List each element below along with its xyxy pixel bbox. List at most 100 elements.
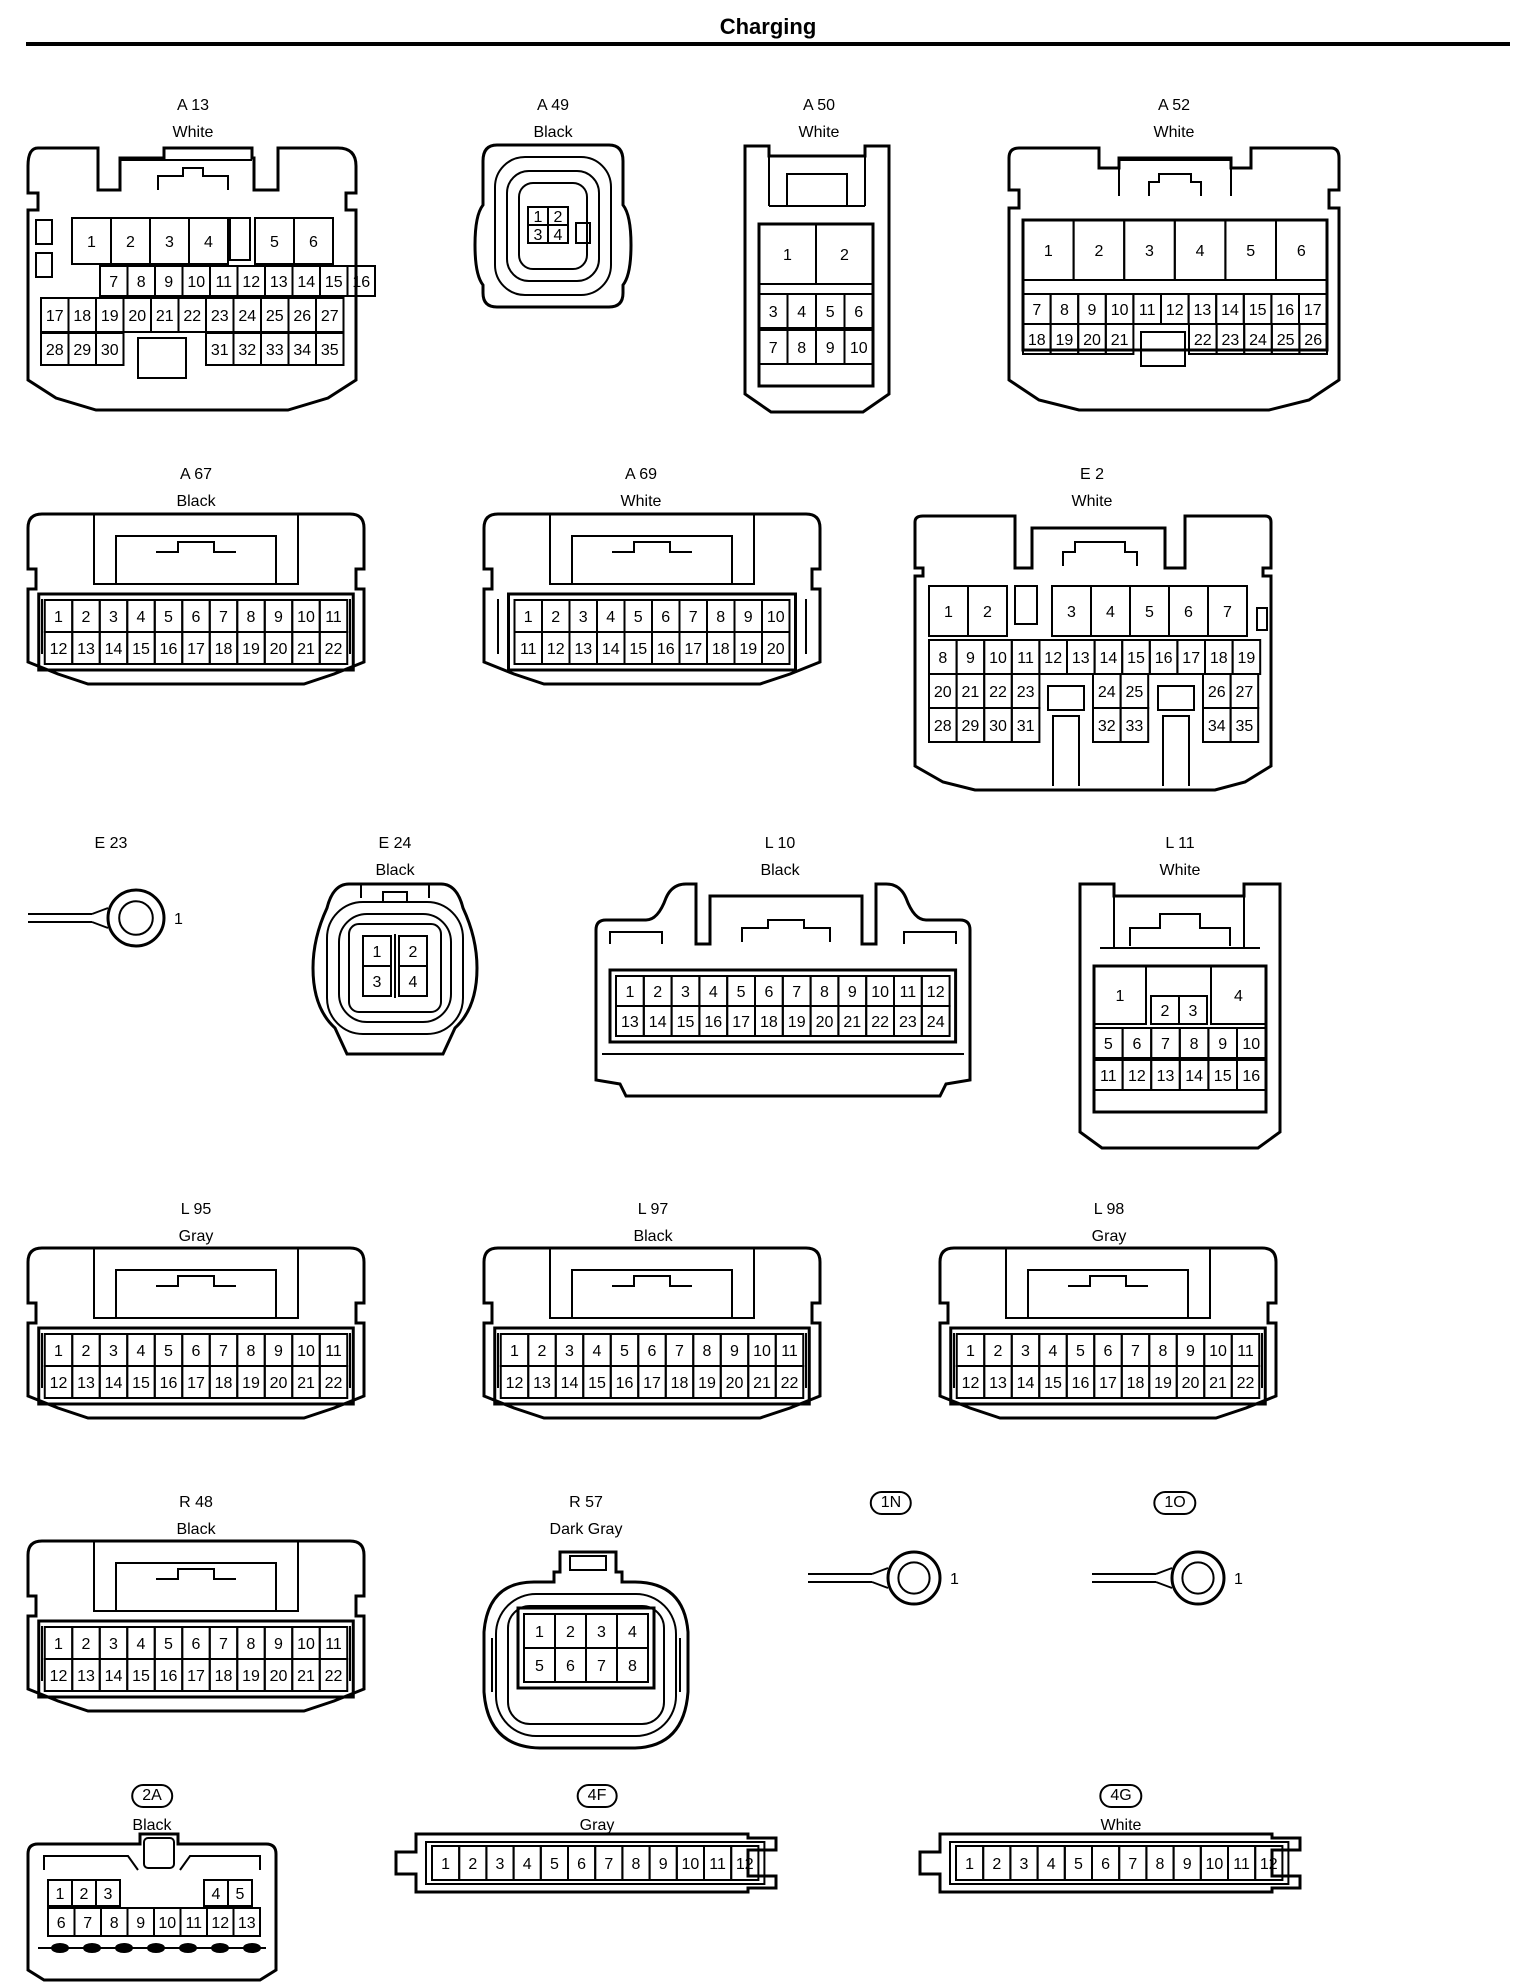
- pin-number: 1: [56, 1886, 65, 1903]
- pin-number: 27: [1236, 684, 1254, 701]
- pin-number: 11: [325, 1343, 342, 1360]
- pin-number: 29: [73, 342, 91, 359]
- housing-key: [229, 217, 251, 261]
- pin-number: 13: [77, 1375, 95, 1392]
- connector-color: Gray: [579, 1817, 615, 1834]
- pin-number: 7: [1128, 1856, 1137, 1873]
- pin-number: 11: [1139, 302, 1156, 319]
- pin-number: 12: [242, 274, 260, 291]
- pin-number: 22: [1194, 332, 1212, 349]
- pin-number: 3: [109, 1343, 118, 1360]
- housing-key: [1157, 685, 1195, 711]
- pin-number: 8: [110, 1915, 119, 1932]
- pin-number: 2: [994, 1343, 1003, 1360]
- pin-number: 9: [659, 1856, 668, 1873]
- connector-color: Dark Gray: [549, 1521, 623, 1538]
- pin-number: 3: [1067, 604, 1076, 621]
- pin-number: 21: [843, 1014, 861, 1031]
- pin-number: 13: [533, 1375, 551, 1392]
- pin-number: 14: [561, 1375, 579, 1392]
- pin-number: 21: [1209, 1375, 1227, 1392]
- pin-number: 5: [826, 304, 835, 321]
- pin-number: 24: [1098, 684, 1116, 701]
- pin-number: 19: [101, 308, 119, 325]
- pin-number: 18: [73, 308, 91, 325]
- pin-number: 5: [1104, 1036, 1113, 1053]
- pin-cell: [398, 965, 428, 997]
- pin-number: 28: [934, 718, 952, 735]
- pin-number: 1: [524, 609, 533, 626]
- pin-number: 13: [77, 1668, 95, 1685]
- terminal-mark: [51, 1943, 69, 1953]
- pin-number: 6: [309, 234, 318, 251]
- pin-number: 12: [506, 1375, 524, 1392]
- housing-lock: [612, 541, 692, 553]
- pin-number: 16: [1276, 302, 1294, 319]
- pin-number: 21: [1111, 332, 1129, 349]
- pin-number: 7: [219, 1636, 228, 1653]
- pin-number: 9: [744, 609, 753, 626]
- connector-color: Gray: [1091, 1228, 1127, 1245]
- pin-number: 16: [160, 1375, 178, 1392]
- pin-number: 23: [1222, 332, 1240, 349]
- pin-number: 13: [238, 1915, 256, 1932]
- pin-number: 14: [1100, 650, 1118, 667]
- pin-number: 20: [270, 1668, 288, 1685]
- connector-code: 1O: [1153, 1491, 1197, 1515]
- pin-number: 7: [109, 274, 118, 291]
- pin-number: 5: [634, 609, 643, 626]
- housing-lock: [156, 541, 236, 553]
- pin-number: 12: [50, 1375, 68, 1392]
- pin-number: 1: [944, 604, 953, 621]
- pin-number: 26: [1304, 332, 1322, 349]
- pin-number: 5: [737, 984, 746, 1001]
- connector-code: A 52: [1157, 97, 1191, 114]
- connector-color: White: [1071, 493, 1113, 510]
- pin-cell: [1210, 965, 1267, 1025]
- connector-e23: 1: [28, 888, 183, 948]
- housing-outline: [482, 1550, 690, 1750]
- pin-number: 21: [753, 1375, 771, 1392]
- pin-number: 6: [1104, 1343, 1113, 1360]
- pin-number: 10: [989, 650, 1007, 667]
- pin-number: 8: [137, 274, 146, 291]
- pin-number: 16: [657, 641, 675, 658]
- pin-number: 17: [643, 1375, 661, 1392]
- pin-number: 7: [219, 609, 228, 626]
- pin-number: 2: [80, 1886, 89, 1903]
- pin-number: 18: [1127, 1375, 1145, 1392]
- housing-latch: [1031, 528, 1166, 568]
- pin-number: 9: [730, 1343, 739, 1360]
- pin-number: 33: [266, 342, 284, 359]
- pin-cell: [774, 1365, 805, 1399]
- terminal-mark: [147, 1943, 165, 1953]
- housing-lock: [1068, 1275, 1148, 1287]
- pin-number: 15: [1214, 1068, 1232, 1085]
- housing-outline: [938, 1246, 1278, 1420]
- pin-number: 7: [1131, 1343, 1140, 1360]
- pin-cell: [318, 631, 349, 665]
- pin-number: 18: [1210, 650, 1228, 667]
- pin-number: 18: [215, 1375, 233, 1392]
- pin-number: 7: [604, 1856, 613, 1873]
- pin-number: 5: [1076, 1343, 1085, 1360]
- pin-number: 8: [247, 1343, 256, 1360]
- pin-number: 3: [681, 984, 690, 1001]
- connector-color: White: [1159, 862, 1201, 879]
- housing-key: [575, 222, 591, 244]
- pin-number: 12: [1260, 1856, 1278, 1873]
- pin-cell: [967, 585, 1008, 637]
- pin-number: 3: [109, 1636, 118, 1653]
- connector-code: L 10: [764, 835, 796, 852]
- housing-lock: [741, 919, 831, 942]
- pin-number: 2: [566, 1624, 575, 1641]
- housing-lock: [786, 173, 848, 206]
- pin-number: 14: [1185, 1068, 1203, 1085]
- pin-block: [608, 968, 958, 1044]
- pin-number: 18: [760, 1014, 778, 1031]
